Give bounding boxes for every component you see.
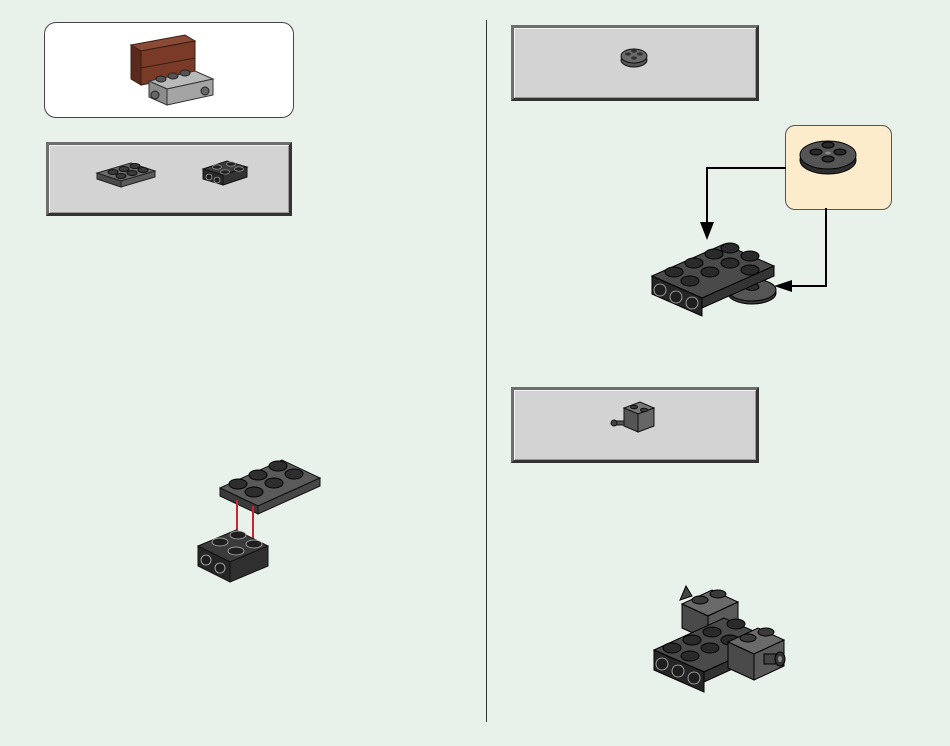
- assembly-step-c: [0, 0, 950, 746]
